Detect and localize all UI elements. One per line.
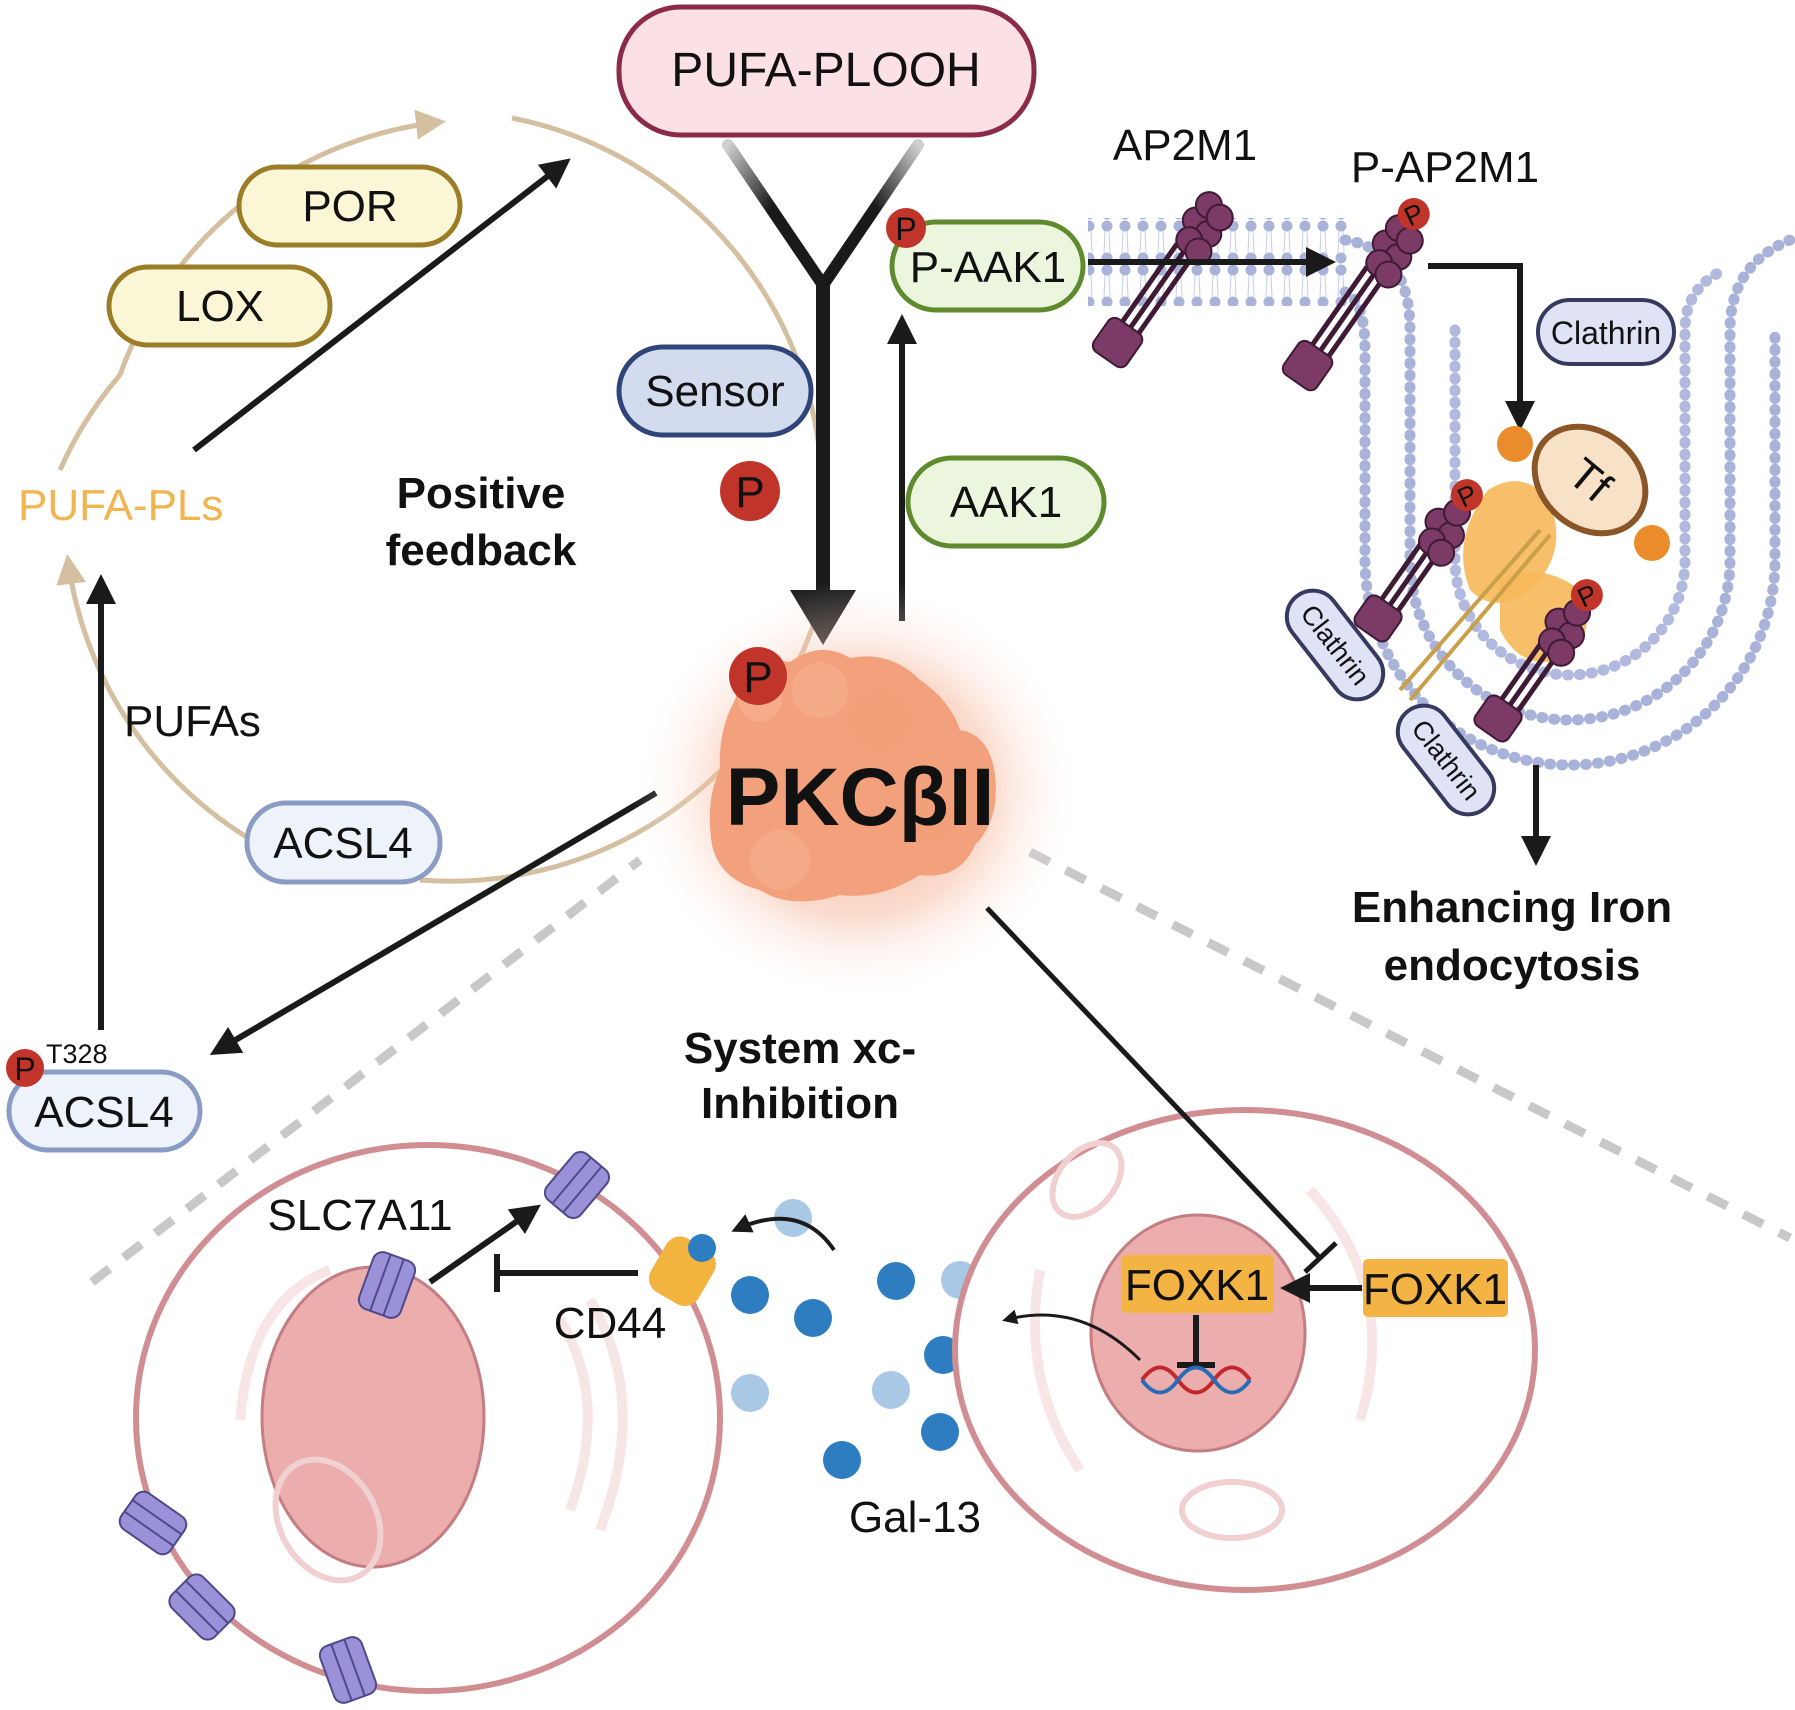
pufas-label: PUFAs — [124, 697, 261, 746]
pufa-plooh-label: PUFA-PLOOH — [671, 44, 980, 97]
p-aak1-label: P-AAK1 — [910, 243, 1067, 292]
pufa-pls-label: PUFA-PLs — [18, 481, 223, 530]
slc7a11-transporter-inner — [357, 1251, 417, 1319]
enhancing-iron-label-1: Enhancing Iron — [1352, 883, 1672, 932]
phospho-badge-sensor: P — [720, 461, 780, 521]
system-xc-label-1: System xc- — [684, 1024, 916, 1073]
sensor-label: Sensor — [645, 367, 784, 416]
svg-text:P: P — [735, 468, 764, 517]
arrow-slc7a11-to-membrane — [428, 1204, 541, 1285]
slc7a11-transporter-4 — [318, 1636, 378, 1704]
clathrin-node-1: Clathrin — [1284, 588, 1386, 702]
left-cell — [133, 1142, 723, 1694]
system-xc-label-2: Inhibition — [701, 1079, 899, 1128]
lox-node: LOX — [106, 264, 333, 348]
plasma-membrane — [1088, 218, 1795, 771]
pkc-label: PKCβII — [726, 752, 995, 843]
foxk1-nuclear: FOXK1 — [1121, 1255, 1274, 1313]
slc7a11-transporter-membrane — [543, 1150, 611, 1220]
svg-text:P: P — [895, 211, 916, 247]
ap2m1-label: AP2M1 — [1113, 121, 1257, 170]
pufa-plooh-node: PUFA-PLOOH — [616, 4, 1037, 138]
clathrin-node-top: Clathrin — [1536, 298, 1676, 366]
lox-label: LOX — [176, 282, 264, 331]
cd44-label: CD44 — [554, 1299, 667, 1348]
feedback-arc-lower-left — [57, 373, 122, 472]
svg-text:FOXK1: FOXK1 — [1363, 1265, 1507, 1314]
arrow-pkc-to-acsl4 — [209, 790, 658, 1056]
arrow-gal13-secretion — [1002, 1309, 1142, 1362]
positive-feedback-label-2: feedback — [386, 526, 577, 575]
acsl4-label: ACSL4 — [273, 819, 412, 868]
internal-ap2m1-1: P — [1353, 479, 1483, 643]
svg-text:Clathrin: Clathrin — [1551, 315, 1661, 351]
svg-text:FOXK1: FOXK1 — [1125, 1261, 1269, 1310]
divider-left — [89, 856, 643, 1286]
p-ap2m1-protein: P — [1281, 198, 1430, 392]
pkc-beta-ii: P PKCβII — [632, 580, 1082, 1000]
slc7a11-transporter-3 — [168, 1573, 236, 1641]
inhibit-foxk1-to-dna — [1177, 1315, 1215, 1368]
slc7a11-label: SLC7A11 — [267, 1191, 452, 1240]
por-label: POR — [302, 182, 397, 231]
p-acsl4-node: ACSL4 P T328 — [6, 1039, 203, 1153]
slc7a11-transporter-2 — [118, 1490, 188, 1556]
inhibit-bar-foxk1 — [1303, 1241, 1338, 1274]
p-aak1-node: P-AAK1 P — [886, 208, 1086, 313]
gal13-label: Gal-13 — [849, 1493, 981, 1542]
inhibit-pkc-to-foxk1 — [985, 906, 1322, 1260]
arrow-pap2m1-to-tf — [1428, 263, 1535, 431]
aak1-label: AAK1 — [950, 478, 1063, 527]
svg-text:P: P — [743, 653, 772, 702]
p-acsl4-label: ACSL4 — [34, 1088, 173, 1137]
svg-text:P: P — [14, 1051, 35, 1087]
cd44-receptor — [648, 1234, 716, 1306]
acsl4-node: ACSL4 — [244, 800, 443, 885]
arrow-pls-to-plooh — [192, 158, 571, 453]
feedback-arc-left — [56, 554, 257, 845]
dna-icon — [1140, 1365, 1252, 1395]
enhancing-iron-label-2: endocytosis — [1384, 941, 1641, 990]
feedback-arc-right — [511, 115, 825, 491]
internal-ap2m1-2: P — [1473, 579, 1603, 743]
arrow-gal13-to-cd44 — [731, 1214, 836, 1252]
por-node: POR — [236, 164, 463, 248]
positive-feedback-label-1: Positive — [397, 469, 566, 518]
aak1-node: AAK1 — [905, 455, 1107, 549]
foxk1-cytoplasmic: FOXK1 — [1363, 1259, 1508, 1317]
sensor-node: Sensor — [616, 344, 814, 438]
inhibit-cd44-to-slc7a11 — [494, 1254, 638, 1292]
t328-label: T328 — [46, 1039, 108, 1069]
p-ap2m1-label: P-AP2M1 — [1351, 143, 1539, 192]
